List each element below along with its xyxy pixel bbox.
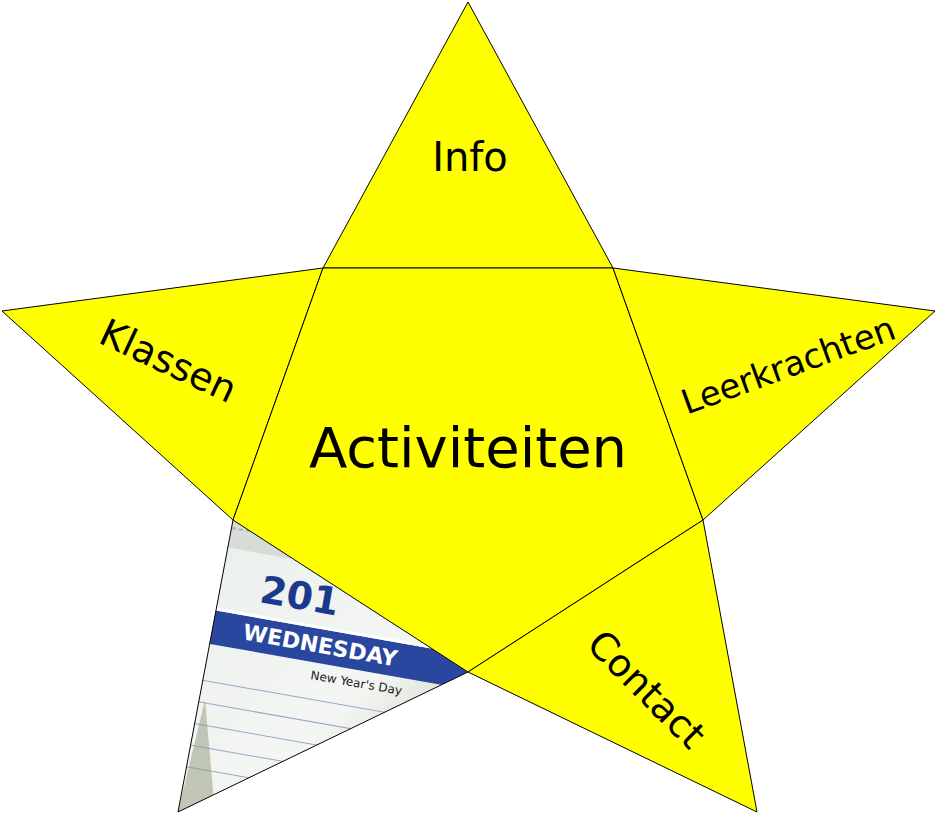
- info-point: Info: [323, 2, 613, 268]
- contact-point: Contact: [468, 520, 757, 812]
- segment-label: Activiteiten: [309, 417, 627, 479]
- segment-label: Info: [432, 135, 508, 179]
- star-segment-shape: [613, 268, 935, 520]
- leerkrachten-point: Leerkrachten: [613, 268, 935, 520]
